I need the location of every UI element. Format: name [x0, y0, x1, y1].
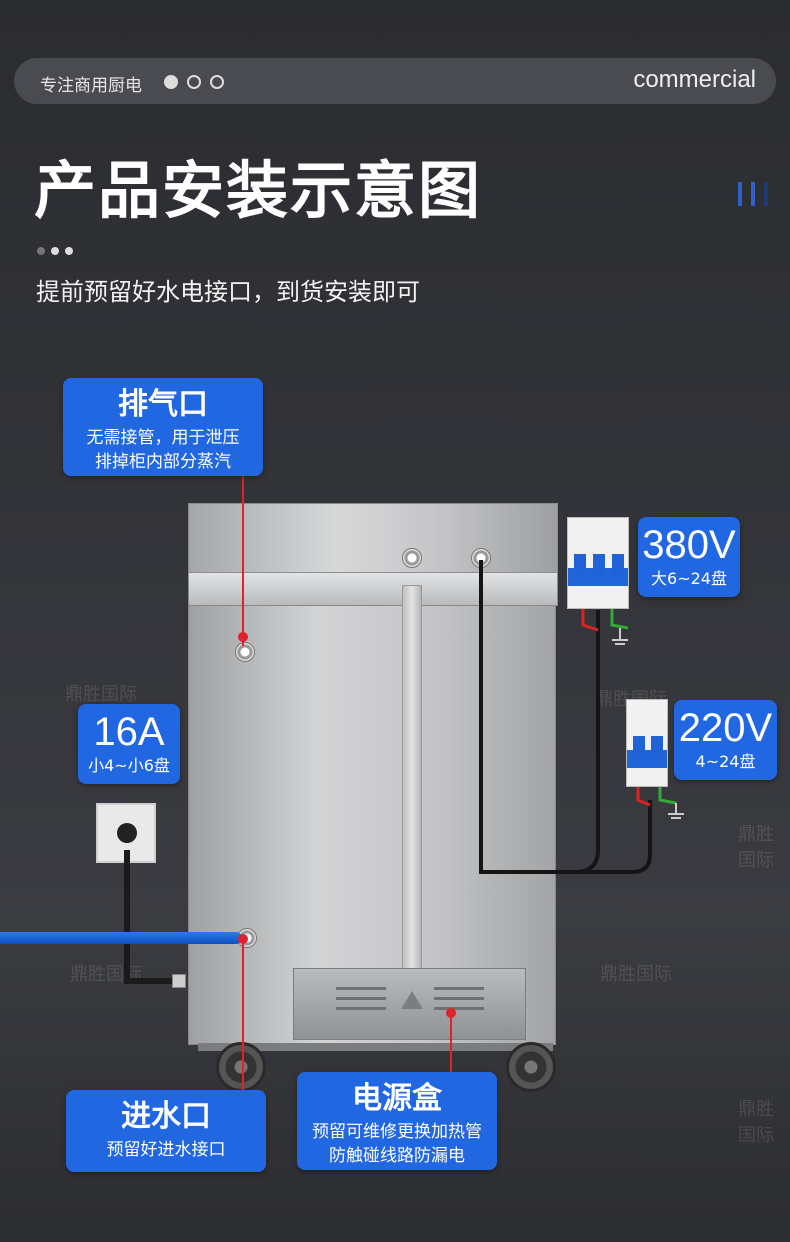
power-box-desc-2: 防触碰线路防漏电: [329, 1146, 465, 1166]
power-box-title: 电源盒: [352, 1081, 442, 1116]
water-inlet-title: 进水口: [121, 1099, 211, 1134]
warning-icon: [401, 991, 423, 1009]
cabinet-top: [188, 503, 558, 573]
current-16a-desc: 小4~小6盘: [88, 756, 170, 775]
caster-wheel-icon: [506, 1042, 556, 1092]
power-box-desc-1: 预留可维修更换加热管: [312, 1122, 482, 1142]
watermark: 鼎胜国际: [738, 824, 774, 871]
exhaust-desc-2: 排掉柜内部分蒸汽: [95, 452, 231, 472]
decorative-bars-icon: [738, 182, 777, 210]
header-left-text: 专注商用厨电: [40, 76, 142, 96]
watermark: 鼎胜国际: [738, 1099, 774, 1146]
exhaust-port-icon: [235, 642, 255, 662]
exhaust-marker: [238, 632, 248, 642]
current-16a-title: 16A: [93, 710, 165, 754]
power-box-marker: [446, 1008, 456, 1018]
voltage-380v-desc: 大6~24盘: [651, 569, 727, 588]
water-inlet-desc: 预留好进水接口: [106, 1140, 226, 1160]
water-marker: [238, 934, 248, 944]
water-pipe: [0, 932, 242, 944]
voltage-220v-desc: 4~24盘: [695, 752, 756, 771]
cabinet-base: [198, 1043, 553, 1051]
power-box: [293, 968, 526, 1040]
current-16a-callout: 16A 小4~小6盘: [78, 704, 180, 784]
page-subtitle: 提前预留好水电接口，到货安装即可: [36, 278, 420, 306]
breaker-220v: [626, 699, 668, 787]
exhaust-title: 排气口: [118, 387, 208, 422]
header-bar: 专注商用厨电 commercial: [14, 58, 776, 104]
exhaust-callout: 排气口 无需接管，用于泄压 排掉柜内部分蒸汽: [63, 378, 263, 476]
power-box-callout: 电源盒 预留可维修更换加热管 防触碰线路防漏电: [297, 1072, 497, 1170]
voltage-380v-callout: 380V 大6~24盘: [638, 517, 740, 597]
watermark: 鼎胜国际: [600, 964, 672, 985]
top-port-icon: [402, 548, 422, 568]
water-callout-line: [242, 938, 244, 1090]
page-title: 产品安装示意图: [34, 154, 483, 227]
breaker-380v: [567, 517, 629, 609]
header-dots: [164, 74, 233, 93]
power-box-callout-line: [450, 1012, 452, 1072]
watermark: 鼎胜国际: [65, 684, 137, 705]
exhaust-callout-line: [242, 476, 244, 646]
plug-icon: [172, 974, 186, 988]
power-cord: [124, 850, 130, 982]
water-inlet-callout: 进水口 预留好进水接口: [66, 1090, 266, 1172]
voltage-380v-title: 380V: [642, 523, 736, 567]
power-cord: [124, 978, 182, 984]
exhaust-desc-1: 无需接管，用于泄压: [86, 428, 240, 448]
subtitle-dots: [37, 240, 79, 259]
voltage-220v-callout: 220V 4~24盘: [674, 700, 777, 780]
voltage-220v-title: 220V: [678, 706, 773, 750]
header-right-text: commercial: [633, 66, 756, 93]
